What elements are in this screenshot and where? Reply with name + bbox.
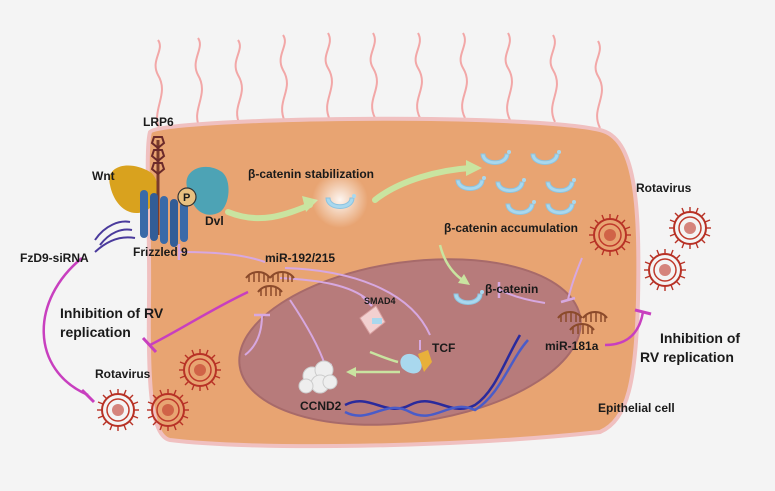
phosphate	[177, 187, 197, 207]
dna-helix	[344, 334, 529, 417]
activation-arrows	[225, 165, 473, 222]
label-lrp6: LRP6	[143, 115, 174, 129]
sirna-molecule	[94, 220, 136, 253]
label-inhibition-left-1: Inhibition of RV	[60, 305, 164, 321]
label-rotavirus-right: Rotavirus	[636, 181, 692, 195]
label-mir181: miR-181a	[545, 339, 599, 353]
label-dvl: Dvl	[205, 214, 224, 228]
dvl-protein	[186, 166, 229, 215]
ccnd2-protein	[298, 360, 338, 394]
label-mir192: miR-192/215	[265, 251, 335, 265]
label-beta-catenin: β-catenin	[485, 282, 538, 296]
label-ccnd2: CCND2	[300, 399, 342, 413]
label-tcf: TCF	[432, 341, 455, 355]
label-inhibition-left-2: replication	[60, 324, 131, 340]
label-accumulation: β-catenin accumulation	[444, 221, 578, 235]
smad4-protein	[359, 305, 386, 335]
tcf-protein	[400, 350, 432, 374]
label-epithelial-cell: Epithelial cell	[598, 401, 675, 415]
inhibition-lines-strong	[42, 257, 645, 397]
label-rotavirus-left: Rotavirus	[95, 367, 151, 381]
label-stabilization: β-catenin stabilization	[248, 167, 374, 181]
label-inhibition-right-1: Inhibition of	[660, 330, 740, 346]
arrowhead-2	[466, 160, 482, 176]
label-inhibition-right-2: RV replication	[640, 349, 734, 365]
label-sirna: FzD9-siRNA	[20, 251, 89, 265]
label-smad4: SMAD4	[364, 296, 396, 306]
label-wnt: Wnt	[92, 169, 115, 183]
label-frizzled: Frizzled 9	[133, 245, 188, 259]
label-phosphate: P	[183, 192, 190, 204]
frizzled-receptor	[140, 190, 188, 247]
microvilli	[154, 32, 603, 131]
